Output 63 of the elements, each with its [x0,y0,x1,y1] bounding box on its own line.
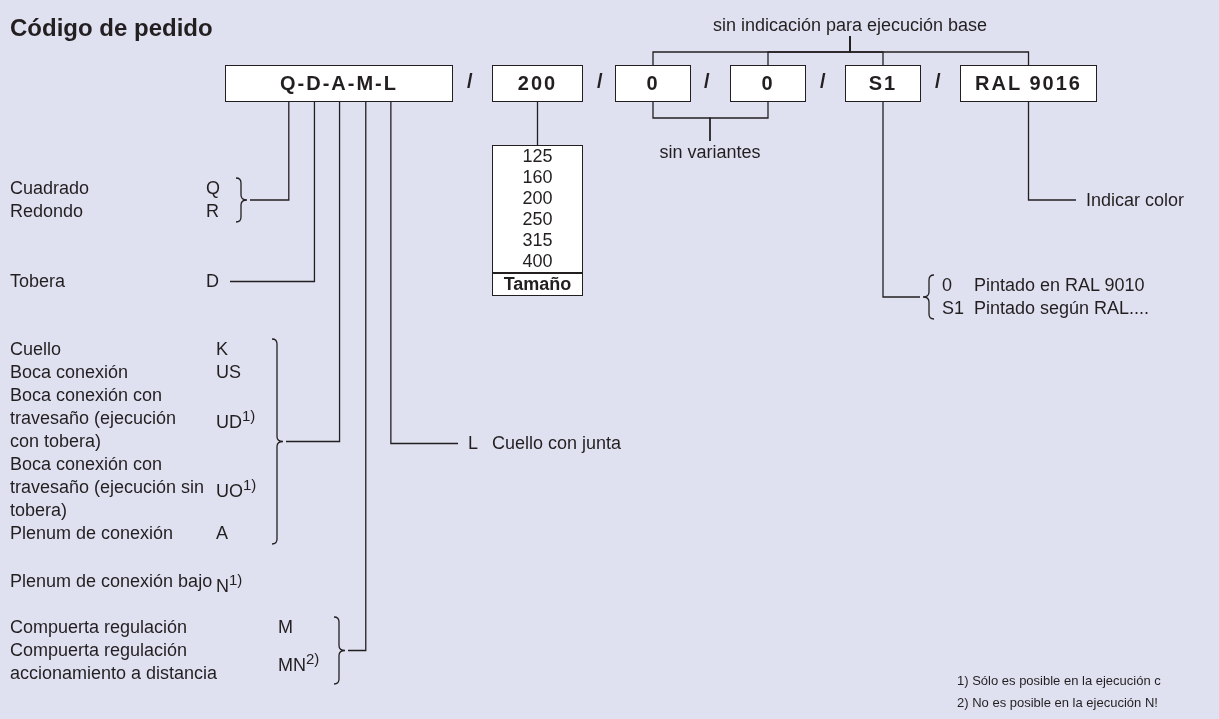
option-code: S1 [942,297,966,320]
option-label: Compuerta regulación [10,616,189,639]
option-label: Boca conexión con travesaño (ejecución sin tobera) [10,453,206,522]
code-box: 200 [492,65,583,102]
code-box: 0 [615,65,691,102]
code-box: S1 [845,65,921,102]
annotation-text: sin variantes [650,141,770,163]
option-label: Cuello [10,338,63,361]
option-label: Cuadrado [10,177,91,200]
option-code: UD$^{1)}$ [216,405,257,434]
code-box: 0 [730,65,806,102]
separator: / [597,70,603,93]
option-label: Pintado en RAL 9010 [974,274,1146,297]
option-label: Boca conexión [10,361,130,384]
option-code: Q [206,177,221,200]
code-box: RAL 9016 [960,65,1097,102]
option-code: 0 [942,274,953,297]
footnote: 2) No es posible en la ejecución N! [957,695,1158,710]
size-value: 160 [521,167,554,188]
leader-line [285,101,341,443]
diagram-title: Código de pedido [10,14,213,42]
annotation-text: Indicar color [1076,189,1216,211]
option-label: Redondo [10,200,85,223]
size-table [492,145,583,296]
leader-line [1027,101,1077,201]
separator: / [935,70,941,93]
option-code: A [216,522,229,545]
annotation-text: sin indicación para ejecución base [640,14,1060,36]
option-label: Compuerta regulación accionamiento a distancia [10,639,219,685]
option-code: K [216,338,229,361]
option-code: L [468,432,479,455]
option-code: D [206,270,220,293]
option-code: R [206,200,220,223]
option-label: Boca conexión con travesaño (ejecución con tobera) [10,384,178,453]
separator: / [704,70,710,93]
bracket-line [849,35,1030,66]
option-code: UO$^{1)}$ [216,474,258,503]
option-code: M [278,616,294,639]
size-value: 125 [521,146,554,167]
option-label: Cuello con junta [492,432,623,455]
option-label: Plenum de conexión [10,522,175,545]
option-label: Tobera [10,270,67,293]
size-value: 400 [521,251,554,272]
leader-line [536,101,539,146]
option-label: Plenum de conexión bajo [10,571,213,592]
separator: / [467,70,473,93]
separator: / [820,70,826,93]
option-code: MN$^{2)}$ [278,649,321,677]
leader-line [347,101,367,652]
size-value: 315 [521,230,554,251]
option-code: US [216,361,242,384]
code-box: Q-D-A-M-L [225,65,453,102]
leader-line [882,101,921,298]
leader-line [249,101,290,201]
option-code: N$^{1)}$ [216,571,243,597]
leader-line [229,101,316,283]
table-header: Tamaño [493,272,582,295]
bracket-line [709,101,769,142]
option-label: Pintado según RAL.... [974,297,1151,320]
leader-line [390,101,459,445]
size-value: 250 [521,209,554,230]
footnote: 1) Sólo es posible en la ejecución c [957,673,1161,688]
size-value: 200 [521,188,554,209]
